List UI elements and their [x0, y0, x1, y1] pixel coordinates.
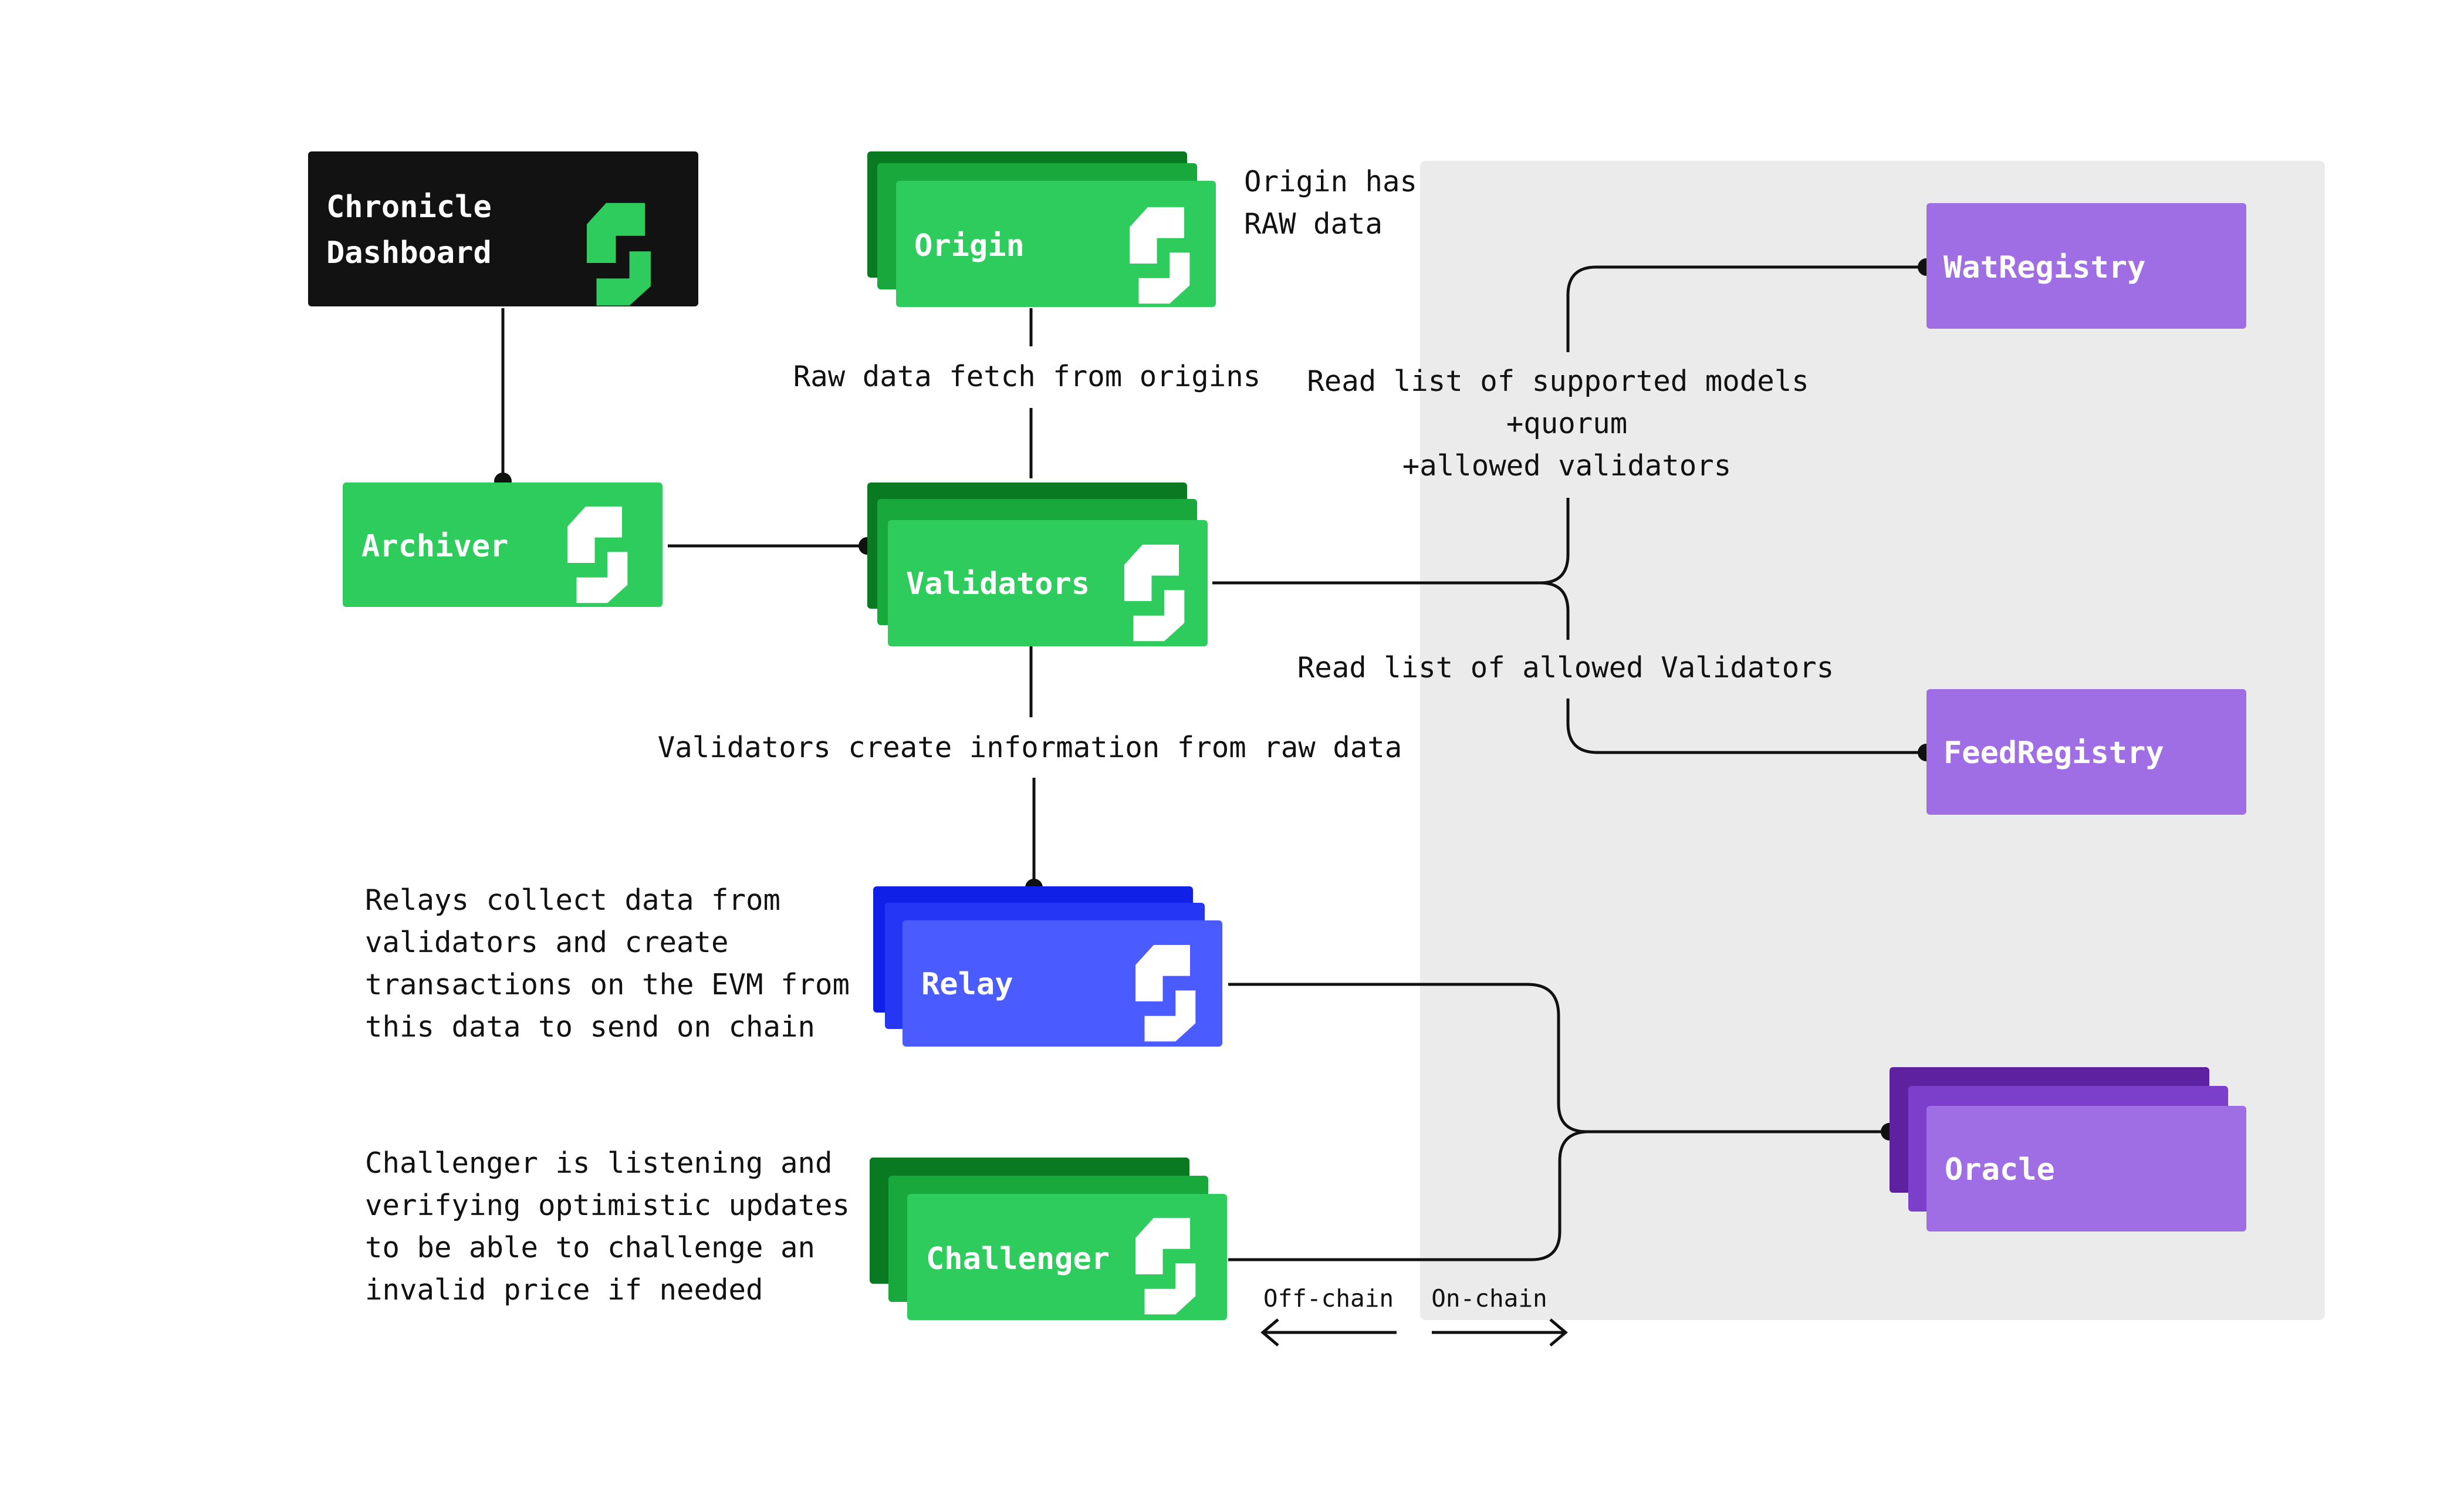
relays-note-line3: transactions on the EVM from — [365, 968, 850, 1001]
connector-relay-oracle — [1228, 983, 1890, 1133]
archiver-label: Archiver — [361, 529, 508, 564]
read-models-line3: +allowed validators — [1402, 449, 1732, 482]
raw-fetch-label: Raw data fetch from origins — [793, 360, 1261, 393]
challenger-note-line3: to be able to challenge an — [365, 1231, 815, 1264]
connector-to-feed-registry-upper — [1540, 581, 1570, 640]
origin-note-line1: Origin has — [1244, 165, 1417, 198]
feed-registry-node[interactable]: FeedRegistry — [1926, 689, 2246, 815]
off-chain-label: Off-chain — [1263, 1284, 1394, 1312]
connector-to-wat-registry-upper — [1566, 265, 1926, 352]
oracle-label: Oracle — [1945, 1152, 2055, 1187]
origin-label: Origin — [914, 228, 1025, 264]
challenger-label: Challenger — [926, 1241, 1110, 1277]
wat-registry-node[interactable]: WatRegistry — [1926, 203, 2246, 329]
validators-node[interactable]: Validators — [867, 482, 1208, 646]
archiver-node[interactable]: Archiver — [343, 482, 663, 607]
read-validators-label: Read list of allowed Validators — [1297, 651, 1834, 684]
origin-note-line2: RAW data — [1244, 207, 1383, 241]
challenger-note-line4: invalid price if needed — [365, 1273, 763, 1307]
chain-legend: Off-chain On-chain — [1260, 1284, 1568, 1347]
dashboard-node[interactable]: Chronicle Dashboard — [308, 151, 698, 306]
wat-registry-label: WatRegistry — [1944, 250, 2145, 285]
arrow-right-icon — [1432, 1318, 1568, 1347]
relays-note-line4: this data to send on chain — [365, 1010, 815, 1044]
relays-note-line1: Relays collect data from — [365, 883, 780, 917]
origin-node[interactable]: Origin — [867, 151, 1216, 307]
read-models-line1: Read list of supported models — [1307, 365, 1809, 398]
connector-to-feed-registry-lower — [1566, 699, 1926, 754]
relays-note-line2: validators and create — [365, 926, 729, 959]
oracle-node[interactable]: Oracle — [1890, 1067, 2246, 1231]
challenger-note-line2: verifying optimistic updates — [365, 1189, 850, 1222]
validators-create-label: Validators create information from raw d… — [658, 731, 1402, 764]
challenger-node[interactable]: Challenger — [870, 1158, 1227, 1320]
challenger-note-line1: Challenger is listening and — [365, 1146, 833, 1180]
feed-registry-label: FeedRegistry — [1944, 735, 2164, 771]
read-models-line2: +quorum — [1506, 407, 1628, 440]
arrow-left-icon — [1260, 1318, 1397, 1347]
on-chain-label: On-chain — [1431, 1284, 1547, 1312]
on-chain-area — [1420, 161, 2325, 1320]
validators-label: Validators — [906, 566, 1090, 602]
dashboard-label-line2: Dashboard — [326, 235, 492, 271]
connector-challenger-oracle — [1228, 1130, 1590, 1261]
relay-label: Relay — [921, 967, 1013, 1002]
dashboard-label-line1: Chronicle — [326, 190, 492, 225]
relay-node[interactable]: Relay — [873, 886, 1222, 1047]
annotations: Origin has RAW data Raw data fetch from … — [365, 165, 1834, 1307]
